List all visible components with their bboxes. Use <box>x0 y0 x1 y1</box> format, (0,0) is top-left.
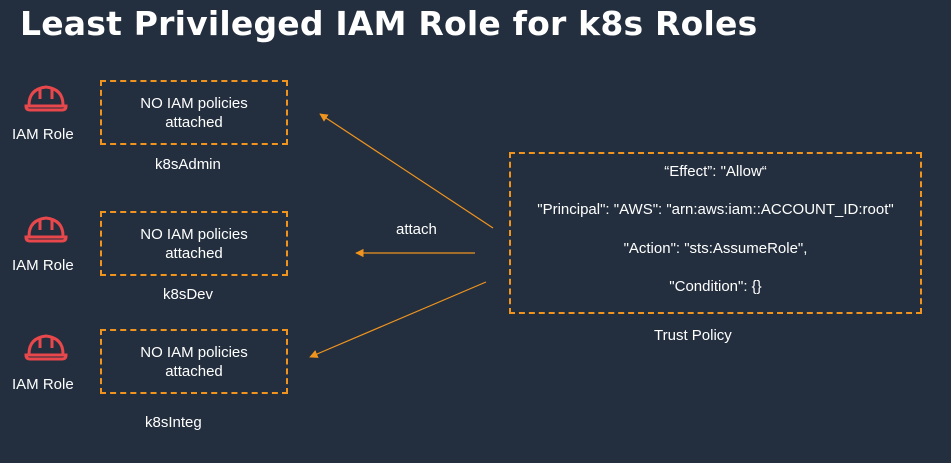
role-type-label: IAM Role <box>12 257 74 274</box>
role-type-label: IAM Role <box>12 376 74 393</box>
hard-hat-icon <box>24 85 68 112</box>
arrow-to-k8sinteg <box>309 281 487 358</box>
policy-effect-line: “Effect”: "Allow“ <box>664 163 767 180</box>
trust-policy-caption: Trust Policy <box>654 327 732 344</box>
policy-principal-line: "Principal": "AWS": "arn:aws:iam::ACCOUN… <box>537 201 894 218</box>
arrow-to-k8sadmin <box>319 113 494 229</box>
role-box-line2: attached <box>165 244 223 262</box>
page-title: Least Privileged IAM Role for k8s Roles <box>20 4 758 43</box>
role-box-line1: NO IAM policies <box>140 225 248 243</box>
role-policy-box-k8sinteg: NO IAM policies attached <box>100 329 288 394</box>
role-policy-box-k8sdev: NO IAM policies attached <box>100 211 288 276</box>
hard-hat-icon <box>24 334 68 361</box>
role-box-line1: NO IAM policies <box>140 343 248 361</box>
role-box-line1: NO IAM policies <box>140 94 248 112</box>
role-policy-box-k8sadmin: NO IAM policies attached <box>100 80 288 145</box>
trust-policy-box: “Effect”: "Allow“ "Principal": "AWS": "a… <box>509 152 922 314</box>
policy-action-line: "Action": "sts:AssumeRole", <box>623 240 808 257</box>
role-name-k8sinteg: k8sInteg <box>145 414 202 431</box>
role-box-line2: attached <box>165 362 223 380</box>
role-name-k8sdev: k8sDev <box>163 286 214 303</box>
attach-label: attach <box>396 221 437 238</box>
role-name-k8sadmin: k8sAdmin <box>155 156 221 173</box>
hard-hat-icon <box>24 216 68 243</box>
role-box-line2: attached <box>165 113 223 131</box>
role-type-label: IAM Role <box>12 126 74 143</box>
policy-condition-line: "Condition": {} <box>669 278 762 295</box>
